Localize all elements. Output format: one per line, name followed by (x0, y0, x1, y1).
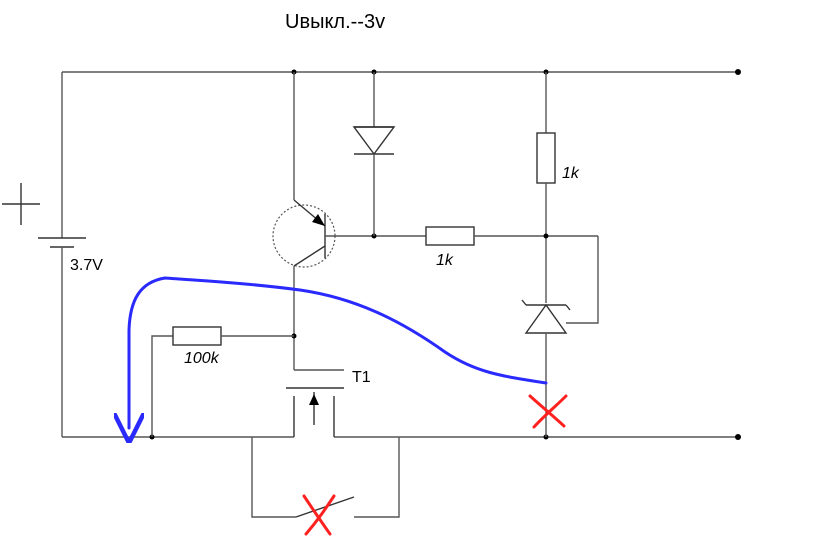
resistor-top (536, 72, 556, 303)
cross-mark-icon (528, 394, 568, 429)
pnp-transistor (272, 72, 426, 370)
mosfet-label: T1 (352, 369, 371, 386)
gate-arrow-icon (309, 394, 319, 405)
battery (38, 72, 86, 437)
resistor-bias-label: 100k (184, 350, 220, 367)
diode-top (352, 72, 396, 236)
zener-diode (521, 236, 599, 437)
bottom-rail-terminal (735, 434, 741, 440)
diagram-title: Uвыкл.--3v (285, 11, 385, 33)
resistor-bias (151, 326, 294, 437)
resistor-base (425, 226, 598, 246)
junction-dot (543, 233, 549, 239)
current-path-arrow (129, 276, 548, 428)
top-rail-terminal (735, 69, 741, 75)
emitter-arrow-icon (312, 214, 325, 226)
plus-sign-icon (2, 183, 40, 225)
battery-voltage-label: 3.7V (70, 257, 103, 274)
resistor-base-label: 1k (436, 252, 454, 269)
bottom-switch-loop (251, 437, 400, 518)
resistor-top-label: 1k (562, 165, 580, 182)
cross-mark-icon (302, 494, 336, 536)
mosfet-t1 (286, 369, 344, 437)
